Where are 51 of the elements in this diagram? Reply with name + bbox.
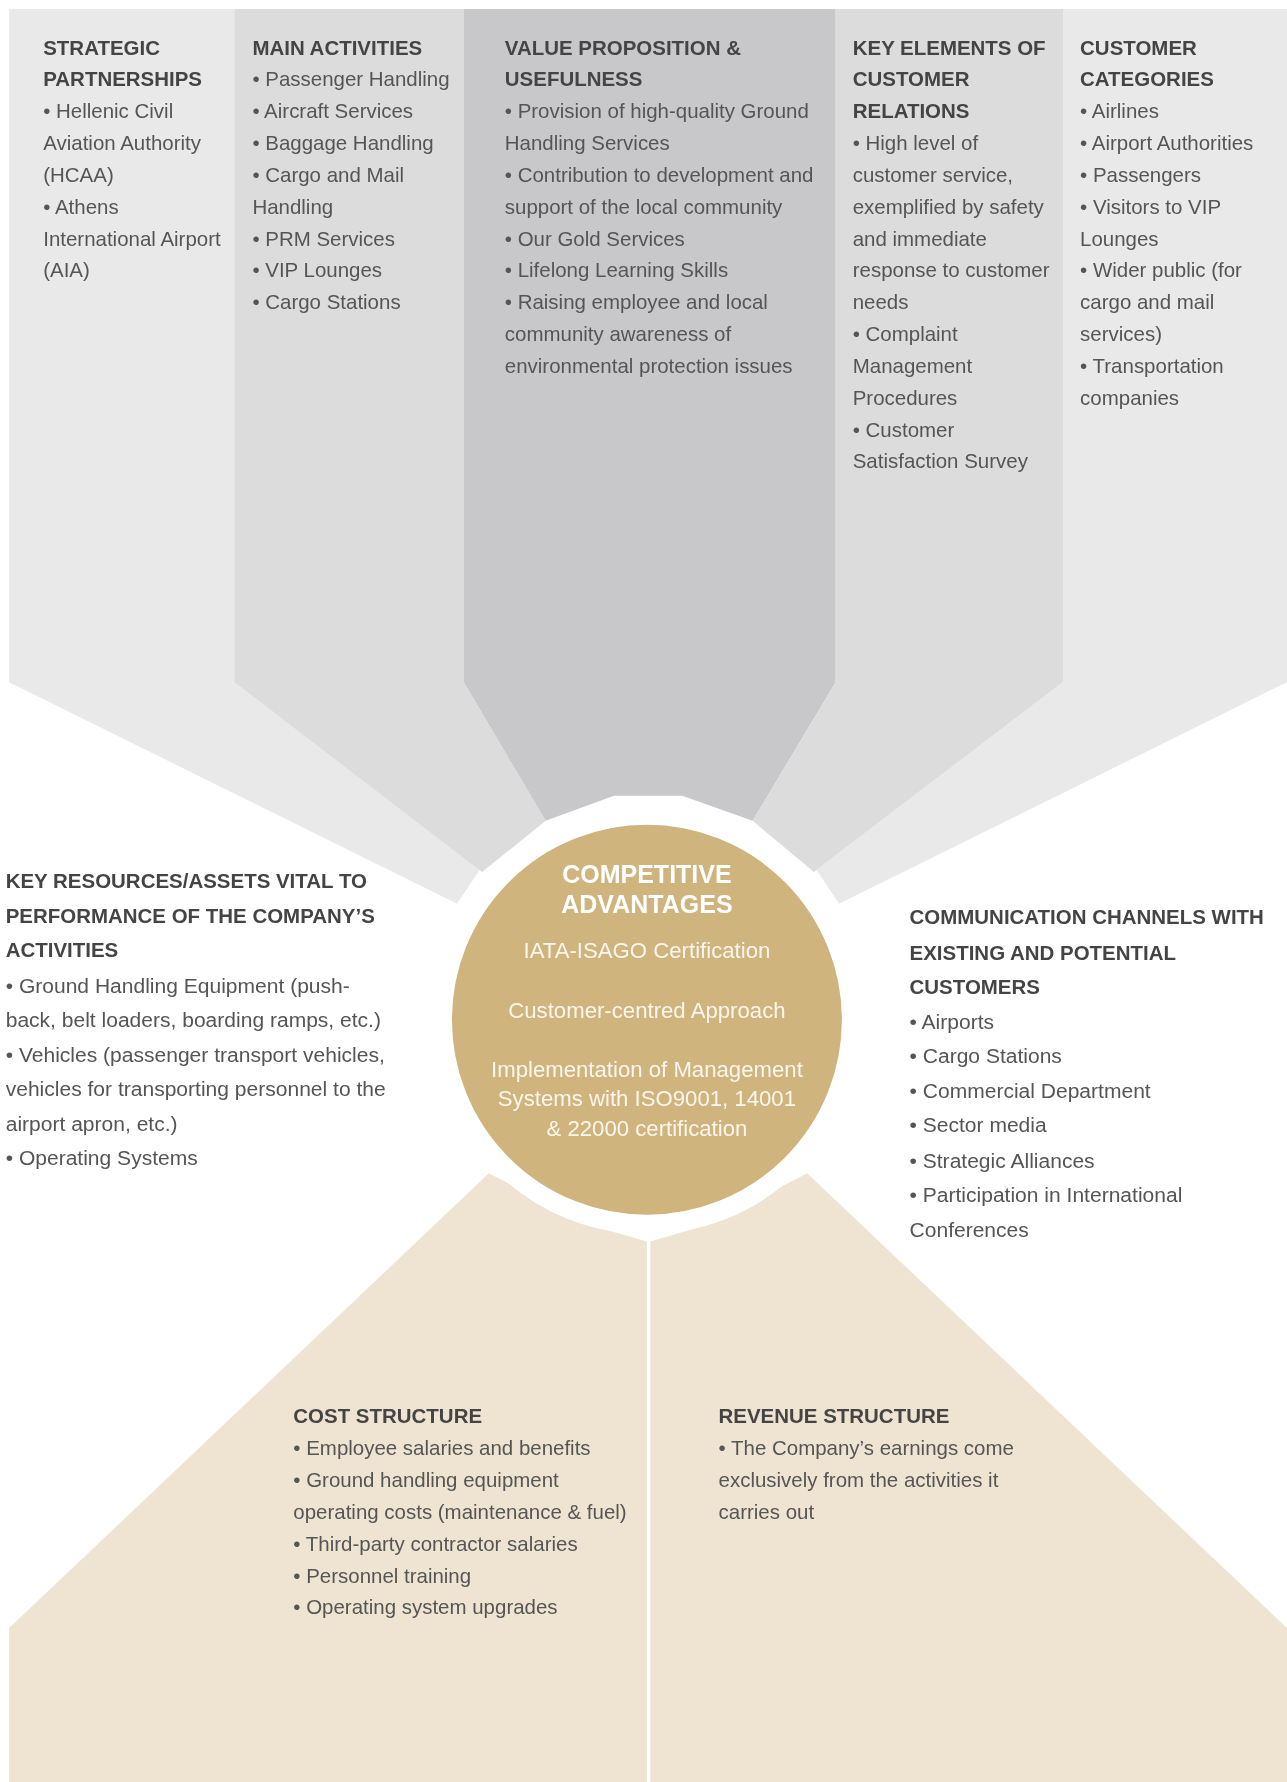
section-heading: COST STRUCTURE [293,1404,484,1430]
list-item: • Hellenic Civil Aviation Authority (HCAA) [43,99,202,189]
list-item: • Ground Handling Equipment (push-back, belt loaders, boarding ramps, etc.) [5,971,382,1034]
list-item: • Operating Systems [5,1145,199,1172]
list-item: • Passengers [1080,162,1202,189]
list-item: • Passenger Handling [252,67,451,93]
list-item: • Strategic Alliances [909,1146,1096,1174]
list-item: • Commercial Department [909,1077,1152,1105]
list-item: • VIP Lounges [252,258,384,284]
section-heading: KEY ELEMENTS OF CUSTOMER RELATIONS [852,35,1047,125]
list-item: • Airport Authorities [1080,130,1255,157]
advantage-text: Implementation of Management Systems with ISO9001, 14001 & 22000 certification [490,1055,804,1143]
list-item: • Visitors to VIP Lounges [1080,194,1222,253]
list-item: • The Company’s earnings come exclusively from the activities it carries out [718,1436,1015,1526]
section-heading: COMPETITIVE ADVANTAGES [560,860,734,920]
list-item: • Complaint Management Procedures [852,321,974,412]
list-item: • Airlines [1080,99,1160,125]
list-item: • Contribution to development and support of the local community [504,162,815,221]
list-item: • Transportation companies [1080,353,1225,412]
list-item: • Personnel training [293,1563,473,1590]
section-heading: STRATEGIC PARTNERSHIPS [43,35,203,93]
list-item: • Participation in International Conferences [909,1181,1184,1243]
list-item: • High level of customer service, exemplified by safety and immediate response to customer needs [852,130,1051,316]
list-item: • Provision of high-quality Ground Handling Services [504,99,810,157]
list-item: • Operating system upgrades [293,1595,559,1621]
list-item: • PRM Services [252,226,396,253]
list-item: • Airports [909,1008,996,1035]
list-item: • Sector media [909,1112,1048,1139]
list-item: • Athens International Airport (AIA) [43,194,222,284]
list-item: • Cargo Stations [252,290,402,316]
list-item: • Raising employee and local community awareness of environmental protection issues [504,290,794,380]
advantage-text: Customer-centred Approach [507,996,787,1025]
list-item: • Aircraft Services [252,99,415,125]
list-item: • Employee salaries and benefits [293,1436,592,1462]
list-item: • Cargo and Mail Handling [252,162,406,221]
list-item: • Third-party contractor salaries [293,1531,579,1558]
section-heading: VALUE PROPOSITION & USEFULNESS [504,35,742,93]
list-item: • Lifelong Learning Skills [504,258,730,284]
section-heading: REVENUE STRUCTURE [718,1404,951,1430]
list-item: • Wider public (for cargo and mail services) [1080,258,1243,348]
list-item: • Vehicles (passenger transport vehicles, vehicles for transporting personnel to the airport apron, etc.) [5,1041,387,1138]
list-item: • Baggage Handling [252,130,435,157]
list-item: • Our Gold Services [504,226,686,253]
section-heading: COMMUNICATION CHANNELS WITH EXISTING AND POTENTIAL CUSTOMERS [909,905,1265,1001]
advantage-text: IATA-ISAGO Certification [522,936,772,965]
list-item: • Cargo Stations [909,1042,1063,1070]
list-item: • Ground handling equipment operating costs (maintenance & fuel) [293,1467,628,1526]
section-heading: KEY RESOURCES/ASSETS VITAL TO PERFORMANCE OF THE COMPANY’S ACTIVITIES [5,868,376,964]
section-heading: MAIN ACTIVITIES [252,35,424,62]
section-heading: CUSTOMER CATEGORIES [1080,35,1215,93]
list-item: • Customer Satisfaction Survey [852,417,1029,475]
